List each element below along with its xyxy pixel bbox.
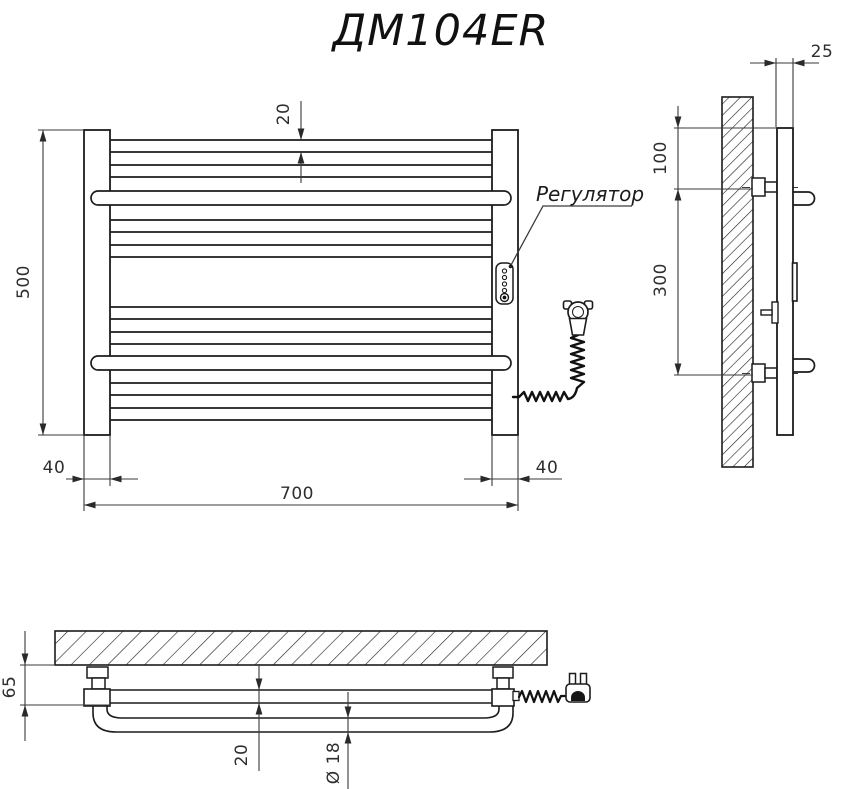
dim-right-40: 40 [464, 435, 562, 511]
dim-label-25: 25 [811, 42, 834, 62]
power-cord-bottom [512, 672, 591, 704]
regulator-label: Регулятор [536, 182, 644, 206]
dim-label-20-bottom: 20 [232, 744, 252, 767]
side-regulator-profile [791, 262, 798, 302]
power-plug-bottom [565, 672, 591, 703]
drawing-title: ДМ104ER [331, 6, 550, 56]
bottom-u-tube [92, 706, 514, 733]
power-plug-front [562, 300, 594, 336]
side-rail-stub-top [793, 191, 816, 206]
dim-tube-offset-20: 20 [232, 664, 263, 771]
dim-depth-25: 25 [750, 42, 833, 127]
dim-label-65: 65 [0, 676, 20, 699]
dim-100-300: 100 300 [651, 106, 776, 376]
front-view: Регулятор 500 [14, 101, 644, 511]
dim-label-700: 700 [280, 484, 314, 504]
side-view: 25 100 300 [651, 42, 833, 468]
dim-label-100: 100 [651, 141, 671, 175]
bottom-straight-tube [110, 689, 492, 704]
dim-label-20-front: 20 [274, 103, 294, 126]
front-thick-rail-top [90, 190, 512, 206]
dim-label-300: 300 [651, 263, 671, 297]
wall-section-bottom [54, 630, 548, 666]
coiled-cable [511, 333, 586, 403]
bottom-view: 65 20 Ø 18 [0, 630, 591, 789]
regulator-unit [495, 262, 514, 305]
dim-left-40: 40 [43, 435, 138, 511]
dim-wall-offset-65: 65 [0, 631, 110, 741]
front-left-post [83, 129, 111, 436]
regulator-callout: Регулятор [508, 182, 644, 269]
dim-label-40-left: 40 [43, 458, 66, 478]
side-bracket-bottom [742, 363, 799, 383]
side-cable-fitting [760, 301, 779, 324]
wall-section-side [721, 96, 754, 468]
bottom-left-bracket [83, 666, 111, 707]
side-rail-stub-bottom [793, 358, 816, 373]
bottom-right-bracket [491, 666, 515, 707]
dim-tube-gap-20: 20 [274, 101, 305, 183]
side-post-profile [776, 127, 794, 436]
dim-width-700: 700 [84, 484, 518, 509]
power-cord-front [511, 300, 594, 403]
dim-label-diameter-18: Ø 18 [324, 742, 344, 784]
dim-label-40-right: 40 [536, 458, 559, 478]
front-thin-tubes [110, 139, 492, 421]
dim-label-500: 500 [14, 265, 34, 299]
dim-diameter-18: Ø 18 [324, 692, 352, 789]
dim-height-500: 500 [14, 129, 84, 436]
leader-dot [508, 264, 513, 269]
front-thick-rail-bottom [90, 355, 512, 371]
